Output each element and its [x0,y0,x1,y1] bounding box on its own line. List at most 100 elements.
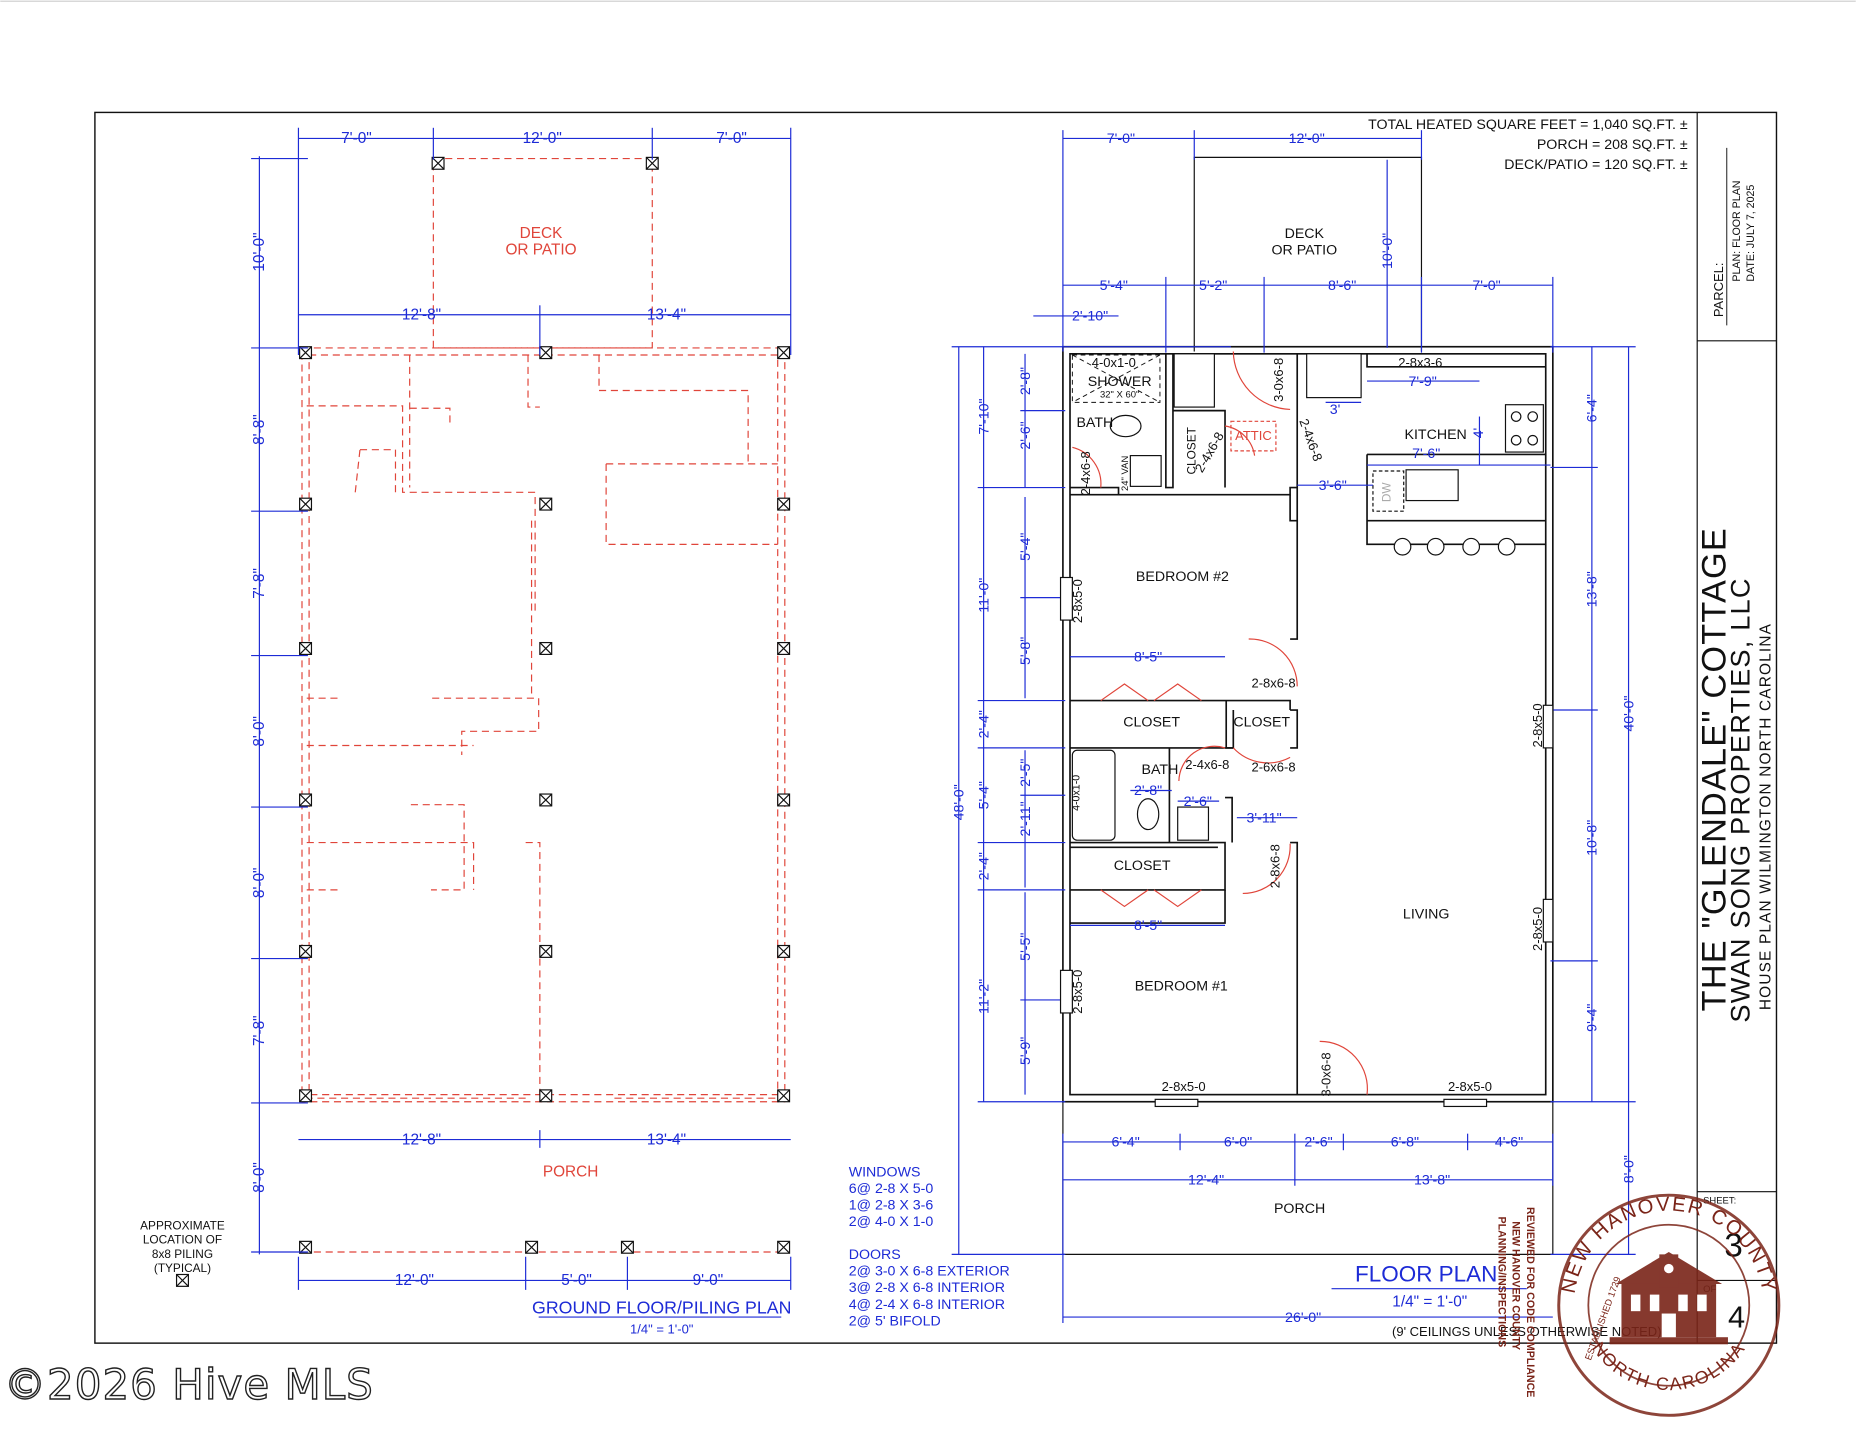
piling-note: LOCATION OF [143,1233,222,1247]
sheet-label: SHEET: [1703,1195,1736,1206]
area-deck: DECK/PATIO = 120 SQ.FT. ± [1504,157,1688,173]
dim-label: 7'-6" [1412,446,1440,462]
piling [777,346,791,360]
dim-label: 6'-8" [1391,1135,1419,1151]
stamp-ring-text: NORTH CAROLINA [1588,1338,1747,1394]
door-tag: 2-8x6-8 [1267,844,1282,888]
piling [777,641,791,655]
dim-label: 12'-8" [402,1131,441,1148]
piling [539,793,553,807]
piling [539,1089,553,1103]
dim-label: 2'-6" [1018,421,1034,449]
piling [539,641,553,655]
dim-label: 5'-2" [1199,278,1227,294]
dim-label: 13'-4" [647,1131,686,1148]
dim-label: 5'-4" [1100,278,1128,294]
dim-label: 8'-8" [251,414,268,445]
piling-note: 8x8 PILING [152,1247,213,1261]
doors-schedule: DOORS [849,1247,901,1263]
deck-label: OR PATIO [1271,242,1337,258]
window-tag: 2-8x5-0 [1070,970,1085,1014]
review-stamp-text: NEW HANOVER COUNTY [1510,1221,1522,1350]
room-closet: CLOSET [1114,858,1171,874]
dim-label: 3' [1330,402,1341,418]
fridge [1306,353,1362,399]
vanity [1177,806,1210,841]
door-tag: 2-6x6-8 [1252,760,1296,775]
room-porch: PORCH [1274,1201,1325,1217]
windows-schedule: 2@ 4-0 X 1-0 [849,1214,934,1230]
doors-schedule: 4@ 2-4 X 6-8 INTERIOR [849,1297,1005,1313]
dim-label: 5'-4" [976,781,992,809]
piling-legend-symbol [175,1273,189,1287]
piling [777,1240,791,1254]
dim-label: 13'-4" [647,307,686,324]
windows-schedule: 1@ 2-8 X 3-6 [849,1197,934,1213]
dim-label: 7'-0" [1107,131,1135,147]
dim-label: 2'-11" [1018,801,1034,836]
dim-label: 2'-6" [1184,794,1212,810]
mls-watermark: ©2026 Hive MLS [3,1359,374,1409]
piling-plan: DECK OR PATIO PORCH 7'-0" 12'-0" 7'-0" 1… [140,127,791,1337]
dim-label: 40'-0" [1621,695,1637,731]
toilet [1136,798,1160,831]
window-tag: 4-0x1-0 [1092,355,1136,370]
dim-label: 4' [1471,428,1487,439]
dim-label: 5'-5" [1018,933,1034,961]
washer [1173,353,1215,408]
plan-scale: 1/4" = 1'-0" [1392,1293,1467,1310]
dim-label: 2'-8" [1134,783,1162,799]
range [1504,404,1544,453]
room-closet: CLOSET [1233,715,1290,731]
windows-schedule: WINDOWS [849,1164,921,1180]
dim-label: 8'-0" [251,716,268,747]
dim-label: 7'-9" [1409,374,1437,390]
door-tag: 3-0x6-8 [1318,1052,1333,1096]
dim-label: 8'-6" [1328,278,1356,294]
dim-label: 2'-4" [976,852,992,880]
dim-label: 8'-5" [1134,918,1162,934]
dim-label: 8'-0" [251,1162,268,1193]
dim-label: 7'-8" [251,1015,268,1046]
window-tag: 4-0x1-0 [1070,775,1082,811]
door-tag: 2-4x6-8 [1185,757,1229,772]
sheet-number: 3 [1724,1228,1742,1265]
dim-label: 6'-0" [1224,1135,1252,1151]
doors-schedule: 2@ 3-0 X 6-8 EXTERIOR [849,1264,1010,1280]
piling [777,793,791,807]
dim-label: 3'-11" [1247,810,1282,826]
dim-label: 7'-0" [716,130,747,147]
dim-label: 10'-8" [1585,820,1601,856]
piling-note: APPROXIMATE [140,1219,225,1233]
dim-label: 7'-8" [251,568,268,599]
toilet [1109,414,1142,438]
parcel-label: PARCEL: [1711,262,1726,317]
total-sheets: 4 [1728,1300,1745,1335]
review-stamp-text: REVIEWED FOR CODE COMPLIANCE [1524,1207,1536,1397]
project-title: THE "GLENDALE" COTTAGE [1696,527,1734,1011]
shower-size: 32" X 60" [1100,390,1139,401]
dim-label: 12'-4" [1188,1173,1224,1189]
piling [539,944,553,958]
door-tag: 2-4x6-8 [1078,451,1093,495]
dim-label: 13'-8" [1414,1173,1450,1189]
room-kitchen: KITCHEN [1405,427,1467,443]
dim-label: 6'-4" [1585,394,1601,422]
piling [777,944,791,958]
dim-label: 12'-8" [402,307,441,324]
dim-label: 7'-10" [976,398,992,434]
dim-label: 9'-4" [1585,1004,1601,1032]
door-tag: 2-4x6-8 [1296,417,1325,464]
svg-text:NORTH CAROLINA: NORTH CAROLINA [1588,1338,1749,1394]
dim-label: 10'-0" [1380,233,1396,269]
dw-label: DW [1380,482,1394,503]
project-subtitle: HOUSE PLAN WILMINGTON NORTH CAROLINA [1758,623,1775,1010]
windows-schedule: 6@ 2-8 X 5-0 [849,1181,934,1197]
room-attic: ATTIC [1235,428,1272,443]
dim-label: 8'-0" [1621,1155,1637,1183]
door-tag: 2-8x6-8 [1252,676,1296,691]
vanity [1129,455,1162,487]
sink [1405,469,1459,502]
piling [299,641,313,655]
